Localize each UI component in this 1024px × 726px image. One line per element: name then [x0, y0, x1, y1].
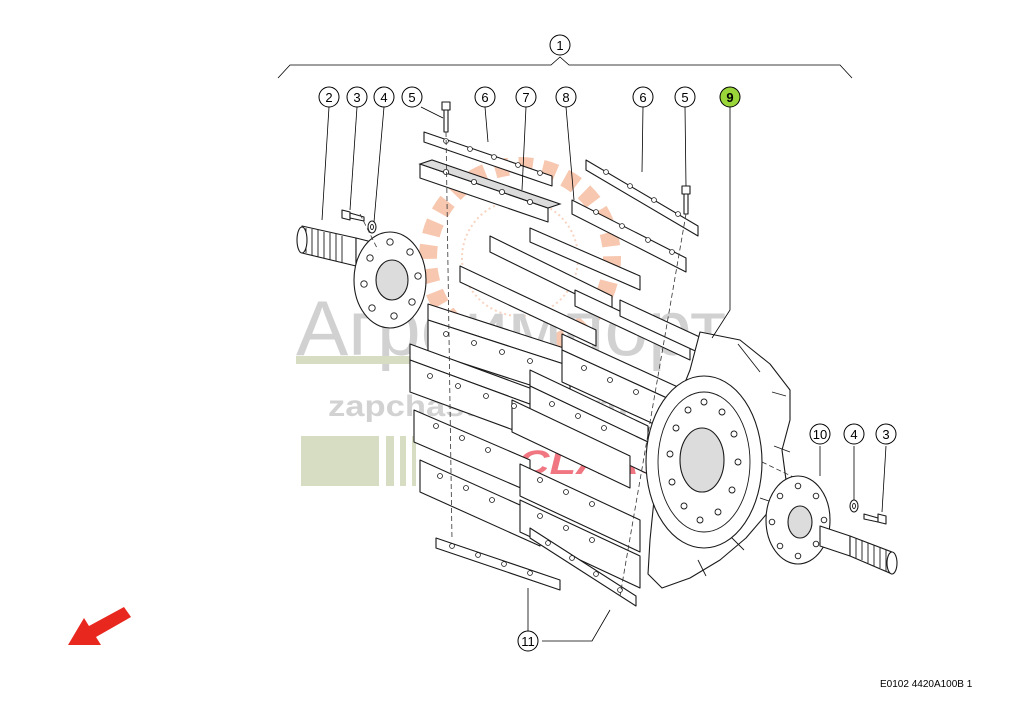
drawing-code: E0102 4420A100B 1 [880, 679, 973, 690]
callout-4-right[interactable]: 4 [843, 423, 865, 445]
callout-5-right[interactable]: 5 [674, 86, 696, 108]
callout-10-label: 10 [813, 427, 827, 442]
callout-4-right-label: 4 [850, 427, 857, 442]
callout-11[interactable]: 11 [517, 630, 539, 652]
callouts: 1 2 3 4 5 6 7 8 [318, 34, 897, 652]
callout-6-left[interactable]: 6 [474, 86, 496, 108]
left-bolt-washer [341, 209, 377, 234]
callout-1-label: 1 [556, 38, 563, 53]
callout-4-left-label: 4 [380, 90, 387, 105]
callout-8[interactable]: 8 [555, 86, 577, 108]
leader-lines [321, 106, 887, 642]
bar-holes [427, 331, 639, 543]
callout-11-label: 11 [521, 634, 535, 649]
callout-3-right-label: 3 [882, 427, 889, 442]
callout-3-left[interactable]: 3 [346, 86, 368, 108]
bottom-plates [435, 527, 637, 607]
callout-9-highlighted[interactable]: 9 [719, 86, 741, 108]
callout-3-right[interactable]: 3 [875, 423, 897, 445]
callout-8-label: 8 [562, 90, 569, 105]
callout-6-left-label: 6 [481, 90, 488, 105]
callout-9-label: 9 [726, 90, 733, 105]
assembly-dash-lines [359, 131, 813, 597]
watermark-bars [301, 436, 416, 486]
assembly-bracket [277, 56, 853, 79]
callout-5-left-label: 5 [408, 90, 415, 105]
top-plates [418, 131, 699, 273]
rotor-body [409, 227, 791, 589]
callout-10[interactable]: 10 [809, 423, 831, 445]
callout-5-right-label: 5 [681, 90, 688, 105]
callout-7-label: 7 [522, 90, 529, 105]
left-shaft-assembly [296, 225, 427, 329]
red-arrow-icon [68, 607, 131, 645]
callout-2[interactable]: 2 [318, 86, 340, 108]
right-bolt-washer [849, 499, 887, 525]
disc-bolt-holes [666, 398, 742, 524]
callout-1[interactable]: 1 [549, 34, 571, 56]
callout-7[interactable]: 7 [515, 86, 537, 108]
right-shaft-assembly [765, 475, 898, 575]
callout-6-right-label: 6 [639, 90, 646, 105]
callout-5-left[interactable]: 5 [401, 86, 423, 108]
callout-4-left[interactable]: 4 [373, 86, 395, 108]
callout-6-right[interactable]: 6 [632, 86, 654, 108]
top-bolts [441, 101, 691, 215]
callout-2-label: 2 [325, 90, 332, 105]
callout-3-left-label: 3 [353, 90, 360, 105]
flange-bolt-holes [360, 238, 422, 320]
